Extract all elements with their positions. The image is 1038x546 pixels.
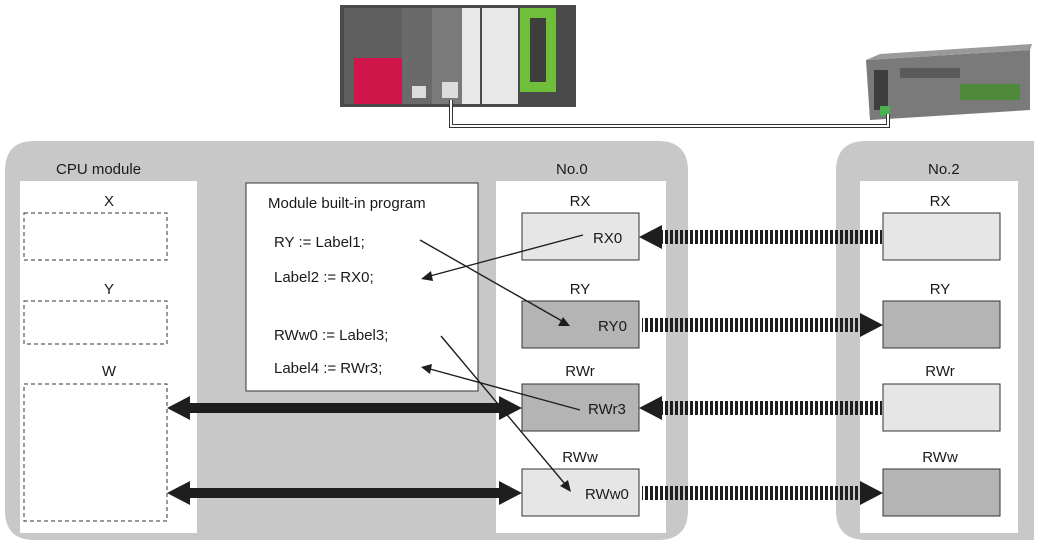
cpu-device-label-w: W bbox=[102, 363, 117, 380]
remote-rwr-label: RWr bbox=[925, 363, 954, 380]
remote-station-title: No.2 bbox=[928, 161, 960, 178]
master-station-title: No.0 bbox=[556, 161, 588, 178]
module-program-box bbox=[245, 182, 479, 392]
cpu-device-w bbox=[23, 383, 168, 522]
link-scan-arrow-rww bbox=[642, 481, 883, 505]
program-line-2: Label2 := RX0; bbox=[274, 269, 374, 286]
cpu-device-y bbox=[23, 300, 168, 345]
remote-ry-block bbox=[882, 300, 1001, 349]
program-line-3: RWw0 := Label3; bbox=[274, 327, 388, 344]
master-rww-block bbox=[521, 468, 640, 517]
flow-ry-label1-to-ry0 bbox=[419, 239, 570, 326]
master-rww-label: RWw bbox=[562, 449, 598, 466]
program-line-4: Label4 := RWr3; bbox=[274, 360, 382, 377]
link-scan-arrow-ry bbox=[642, 313, 883, 337]
refresh-arrow-rwr bbox=[167, 396, 522, 420]
flow-label3-to-rww0 bbox=[440, 335, 571, 492]
remote-rx-label: RX bbox=[930, 193, 951, 210]
remote-rwr-block bbox=[882, 383, 1001, 432]
master-rwr-block bbox=[521, 383, 640, 432]
refresh-arrow-rww bbox=[167, 481, 522, 505]
master-rwr-label: RWr bbox=[565, 363, 594, 380]
remote-rx-block bbox=[882, 212, 1001, 261]
cpu-device-label-y: Y bbox=[104, 281, 114, 298]
plc-illustration bbox=[340, 5, 576, 107]
cpu-device-label-x: X bbox=[104, 193, 114, 210]
cpu-module-title: CPU module bbox=[56, 161, 141, 178]
flow-rwr3-to-label4 bbox=[421, 364, 581, 411]
master-rx-value: RX0 bbox=[593, 230, 622, 247]
master-rx-block bbox=[521, 212, 640, 261]
link-scan-arrow-rx bbox=[639, 225, 882, 249]
remote-rww-block bbox=[882, 468, 1001, 517]
remote-ry-label: RY bbox=[930, 281, 951, 298]
link-scan-arrow-rwr bbox=[639, 396, 882, 420]
master-rwr-value: RWr3 bbox=[588, 401, 626, 418]
remote-rww-label: RWw bbox=[922, 449, 958, 466]
master-ry-label: RY bbox=[570, 281, 591, 298]
master-ry-value: RY0 bbox=[598, 318, 627, 335]
cpu-device-x bbox=[23, 212, 168, 261]
remote-station-illustration bbox=[866, 44, 1032, 120]
program-line-1: RY := Label1; bbox=[274, 234, 365, 251]
program-title: Module built-in program bbox=[268, 195, 426, 212]
master-rx-label: RX bbox=[570, 193, 591, 210]
master-rww-value: RWw0 bbox=[585, 486, 629, 503]
flow-rx0-to-label2 bbox=[421, 234, 584, 281]
